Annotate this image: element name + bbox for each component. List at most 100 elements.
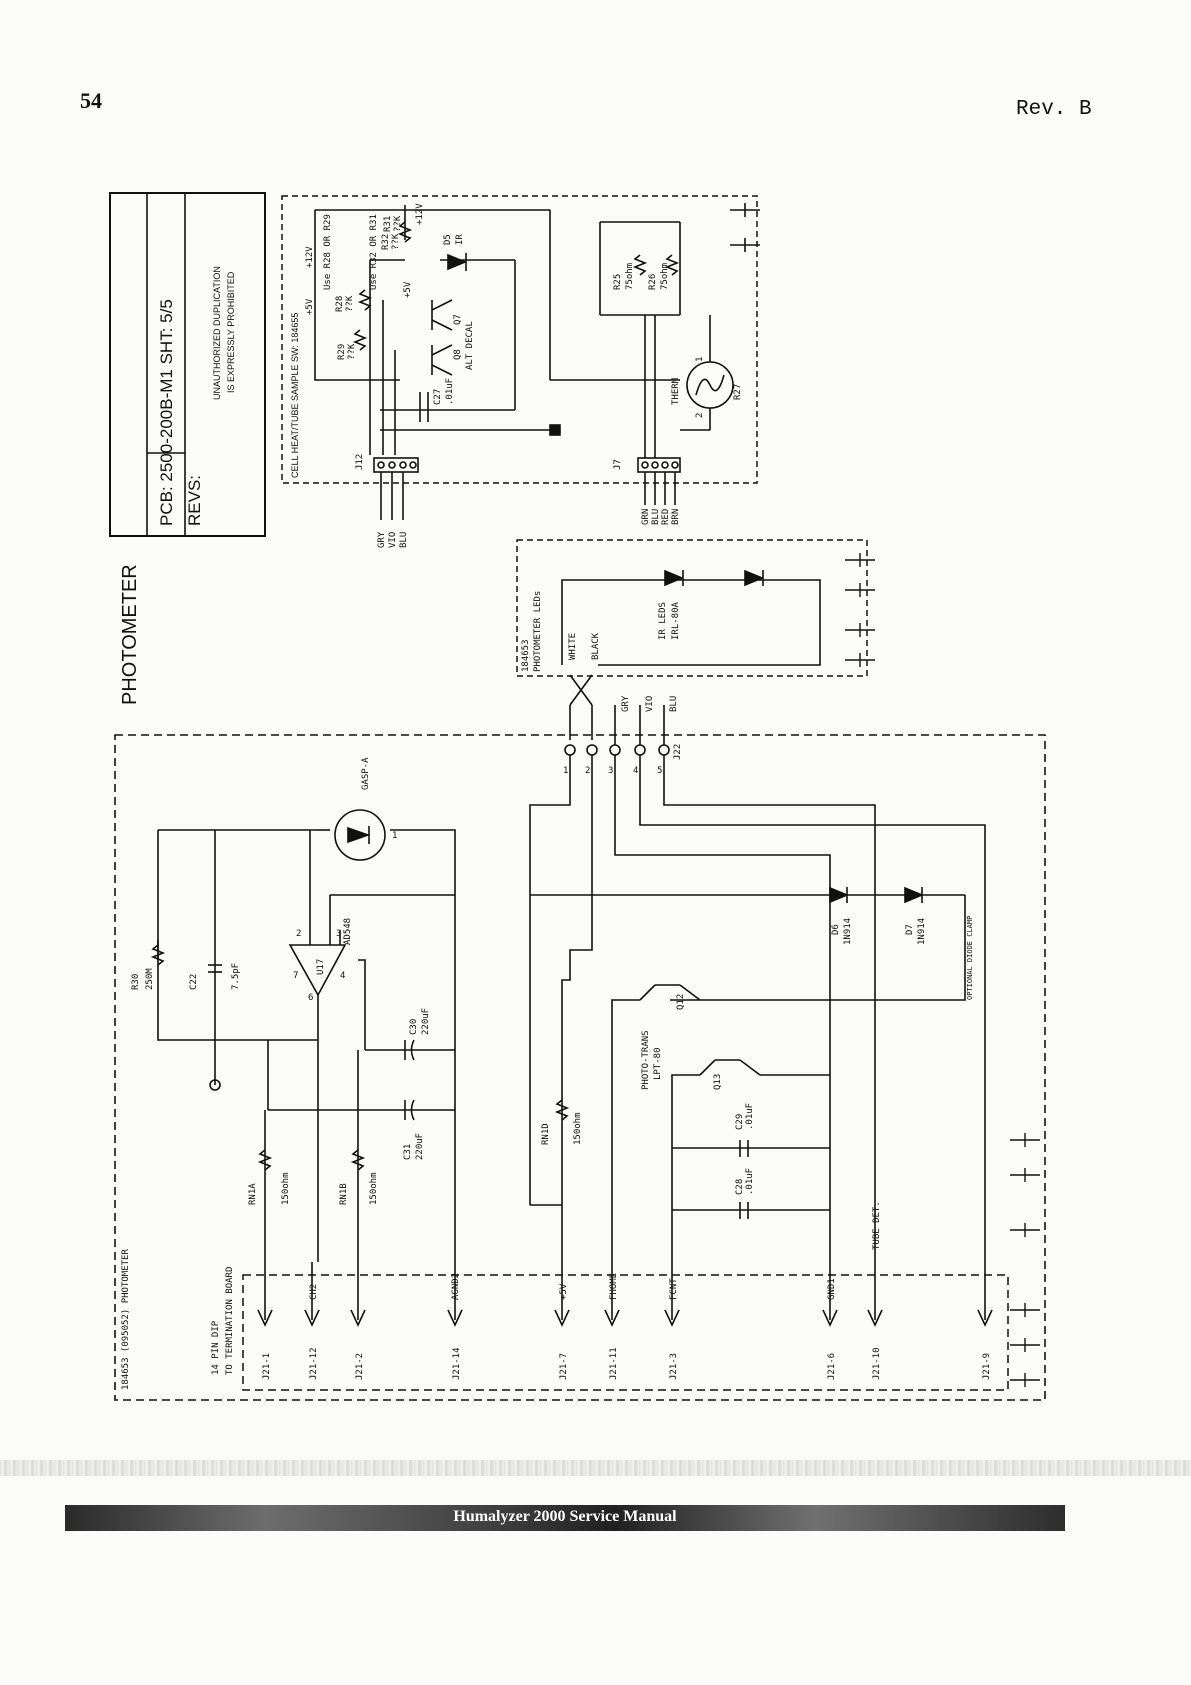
- d6-label: D6: [831, 924, 841, 935]
- signal-tube-det: TUBE DET.: [872, 1201, 882, 1250]
- dip-label-1: 14 PIN DIP: [211, 1320, 221, 1375]
- u17-pin3: 3: [336, 929, 341, 939]
- c31-label: C31: [403, 1144, 413, 1160]
- terminal-j21-11: J21-11: [609, 1347, 619, 1380]
- signal-plus5v: +5V: [559, 1283, 569, 1300]
- terminal-j21-10: J21-10: [872, 1347, 882, 1380]
- j22-gry: GRY: [621, 695, 631, 712]
- c31-value: 220uF: [415, 1133, 425, 1160]
- terminal-j21-3: J21-3: [669, 1353, 679, 1380]
- label-r28: R28: [335, 296, 345, 312]
- led-title-2: PHOTOMETER LEDs: [533, 591, 543, 672]
- c30-label: C30: [409, 1019, 419, 1035]
- rn1b-value: 150ohm: [369, 1172, 379, 1205]
- j22-connector: GRY VIO BLU 1 2 3 4 5 J22: [563, 695, 683, 776]
- label-r26-val: 75ohm: [660, 263, 670, 290]
- revs-label: REVS:: [185, 475, 204, 526]
- label-d5: D5: [443, 234, 453, 245]
- rn1a-value: 150ohm: [281, 1172, 291, 1205]
- u17-pin6: 6: [308, 993, 313, 1003]
- label-r31-val: ??K: [393, 215, 403, 232]
- main-photometer-block: 184653 (095052) PHOTOMETER GRY VIO BLU 1…: [114, 695, 1046, 1401]
- led-ir-2: IRL-80A: [671, 601, 681, 640]
- label-alt-decal: ALT DECAL: [465, 321, 475, 370]
- section-title: PHOTOMETER: [119, 564, 141, 705]
- c30-value: 220uF: [421, 1008, 431, 1035]
- q13-label: Q13: [713, 1074, 723, 1090]
- terminal-j21-9: J21-9: [982, 1353, 992, 1380]
- terminal-arrows: [257, 1262, 993, 1327]
- label-r27: R27: [733, 384, 743, 400]
- label-therm-pin1: 1: [695, 357, 705, 362]
- label-r26: R26: [648, 274, 658, 290]
- photometer-schematic: PCB: 2500-200B-M1 SHT: 5/5 REVS: UNAUTHO…: [109, 192, 1046, 1401]
- label-q7: Q7: [453, 314, 463, 325]
- label-plus5v-b: +5V: [403, 281, 413, 298]
- u17-pin7: 7: [293, 971, 298, 981]
- label-r31: R31: [383, 216, 393, 232]
- label-c27-val: .01uF: [445, 378, 455, 405]
- rn1a-label: RN1A: [248, 1183, 258, 1205]
- label-ir: IR: [455, 234, 465, 245]
- c28-label: C28: [735, 1179, 745, 1195]
- terminal-j21-12: J21-12: [309, 1347, 319, 1380]
- label-j12: J12: [355, 454, 365, 470]
- label-j7-blu: BLU: [651, 509, 661, 525]
- j22-pin4: 4: [633, 766, 638, 776]
- page-fold-shadow: [0, 1460, 1191, 1476]
- label-plus12v-a: +12V: [305, 246, 315, 268]
- terminal-j21-2: J21-2: [355, 1353, 365, 1380]
- d6-value: 1N914: [843, 918, 853, 945]
- signal-agnd2: AGND2: [451, 1273, 461, 1300]
- c29-value: .01uF: [745, 1103, 755, 1130]
- label-r28-val: ??K: [345, 295, 355, 312]
- terminal-j21-7: J21-7: [559, 1353, 569, 1380]
- label-r25: R25: [613, 274, 623, 290]
- revision-label: Rev. B: [1016, 98, 1092, 121]
- c29-label: C29: [735, 1114, 745, 1130]
- r30-label: R30: [131, 974, 141, 990]
- notice-line-1: UNAUTHORIZED DUPLICATION: [212, 266, 222, 400]
- footer-title: Humalyzer 2000 Service Manual: [453, 1508, 677, 1525]
- cell-heat-title: CELL HEAT/TUBE SAMPLE SW: 184655: [290, 313, 300, 478]
- rn1b-label: RN1B: [339, 1183, 349, 1205]
- q12-label: Q12: [676, 994, 686, 1010]
- label-therm: THERM: [671, 377, 681, 405]
- u17-pin2: 2: [296, 929, 301, 939]
- cell-heat-block: CELL HEAT/TUBE SAMPLE SW: 184655: [281, 195, 760, 548]
- label-therm-pin2: 2: [695, 413, 705, 418]
- label-j7: J7: [613, 459, 623, 470]
- photo-trans-1: PHOTO-TRANS: [641, 1030, 651, 1090]
- label-r32-val: ??K: [391, 233, 401, 250]
- j22-vio: VIO: [645, 696, 655, 712]
- d7-label: D7: [905, 924, 915, 935]
- rn1d-value: 150ohm: [573, 1112, 583, 1145]
- terminal-j21-1: J21-1: [262, 1353, 272, 1380]
- c22-value: 7.5pF: [231, 963, 241, 990]
- j22-pin2: 2: [585, 766, 590, 776]
- rn1d-label: RN1D: [541, 1123, 551, 1145]
- label-j7-brn: BRN: [671, 509, 681, 525]
- j22-blu: BLU: [669, 696, 679, 712]
- d7-value: 1N914: [917, 918, 927, 945]
- pcb-number: PCB: 2500-200B-M1 SHT: 5/5: [157, 299, 176, 526]
- label-j12-blu: BLU: [399, 532, 409, 548]
- led-black: BLACK: [591, 632, 601, 660]
- terminal-j21-6: J21-6: [827, 1353, 837, 1380]
- signal-gnd1: GND1: [827, 1278, 837, 1300]
- c22-label: C22: [189, 974, 199, 990]
- j22-label: J22: [673, 744, 683, 760]
- signal-ch2: CH2: [309, 1284, 319, 1300]
- photometer-led-block: 184653 PHOTOMETER LEDs WHITE BLACK IR LE…: [516, 539, 875, 740]
- gasp-pin1: 1: [392, 831, 397, 841]
- c28-value: .01uF: [745, 1168, 755, 1195]
- photo-trans-2: LPT-80: [653, 1047, 663, 1080]
- label-r29: R29: [337, 344, 347, 360]
- label-r25-val: 75ohm: [625, 263, 635, 290]
- clamp-label: OPTIONAL DIODE CLAMP: [966, 916, 974, 1000]
- title-block: PCB: 2500-200B-M1 SHT: 5/5 REVS: UNAUTHO…: [109, 192, 266, 705]
- signal-fhome: FHOME: [609, 1273, 619, 1300]
- led-ir-1: IR LEDS: [658, 602, 668, 640]
- j22-pin1: 1: [563, 766, 568, 776]
